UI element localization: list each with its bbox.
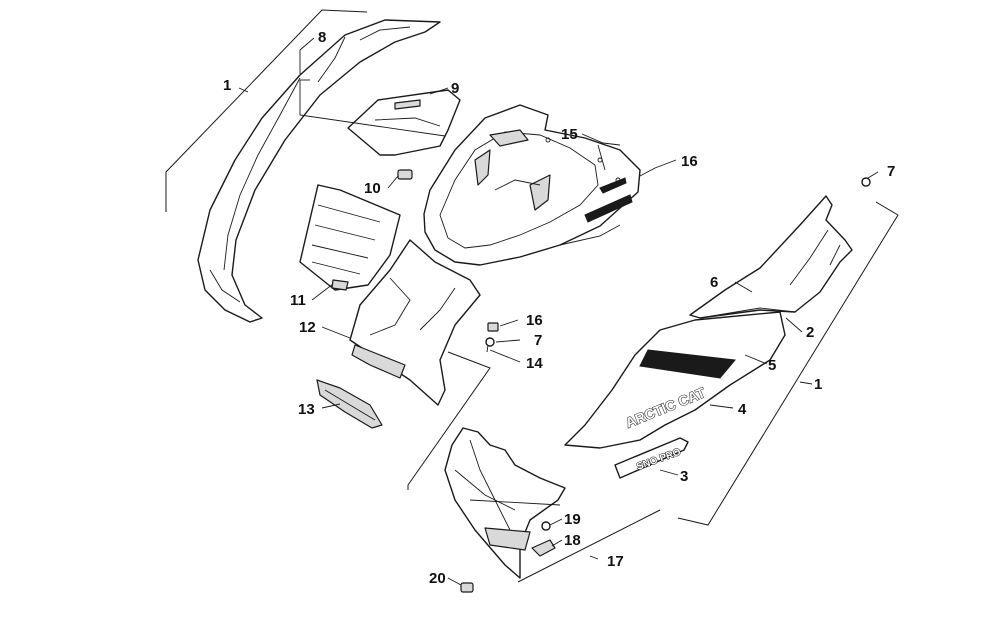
callout-label: 5 bbox=[768, 357, 776, 374]
callout-label: 16 bbox=[681, 153, 698, 170]
plate-part bbox=[347, 89, 461, 156]
callout-label: 17 bbox=[607, 553, 624, 570]
callout-labels: 1 8 9 15 16 7 10 6 2 11 12 16 7 14 5 1 1… bbox=[223, 29, 895, 587]
pad-part bbox=[531, 539, 556, 557]
right-side-panel: ARCTIC CAT SNO PRO bbox=[564, 195, 853, 479]
callout-label: 12 bbox=[299, 319, 316, 336]
callout-label: 4 bbox=[738, 401, 747, 418]
screw-right bbox=[861, 177, 871, 187]
hardware-center bbox=[485, 322, 499, 353]
callout-label: 8 bbox=[318, 29, 326, 46]
callout-label: 1 bbox=[223, 77, 231, 94]
hood-part bbox=[423, 104, 641, 266]
callout-label: 16 bbox=[526, 312, 543, 329]
bracket-1-left bbox=[165, 9, 368, 212]
callout-label: 3 bbox=[680, 468, 688, 485]
callout-label: 11 bbox=[290, 292, 306, 309]
grille-part bbox=[299, 184, 401, 291]
bracket-17-lower bbox=[517, 509, 661, 583]
callout-label: 7 bbox=[534, 332, 542, 349]
front-nose-part bbox=[349, 239, 481, 406]
callout-label: 13 bbox=[298, 401, 315, 418]
callout-label: 18 bbox=[564, 532, 581, 549]
callout-label: 20 bbox=[429, 570, 446, 587]
callout-label: 9 bbox=[451, 80, 459, 97]
callout-label: 14 bbox=[526, 355, 543, 372]
clip-lower-part bbox=[460, 582, 474, 593]
left-side-panel bbox=[197, 19, 441, 323]
bracket-17 bbox=[407, 351, 491, 490]
callout-label: 2 bbox=[806, 324, 814, 341]
callout-label: 1 bbox=[814, 376, 822, 393]
screw-part bbox=[541, 521, 551, 531]
callout-label: 19 bbox=[564, 511, 581, 528]
clip-part bbox=[397, 169, 413, 180]
belly-pan-part bbox=[444, 427, 566, 579]
bracket-1-right bbox=[677, 201, 899, 526]
callout-label: 10 bbox=[364, 180, 381, 197]
mesh-screen-part bbox=[316, 379, 383, 429]
callout-label: 7 bbox=[887, 163, 895, 180]
stripe-decal bbox=[639, 349, 736, 379]
callout-label: 6 bbox=[710, 274, 718, 291]
callout-label: 15 bbox=[561, 126, 578, 143]
leader-lines bbox=[238, 37, 879, 586]
